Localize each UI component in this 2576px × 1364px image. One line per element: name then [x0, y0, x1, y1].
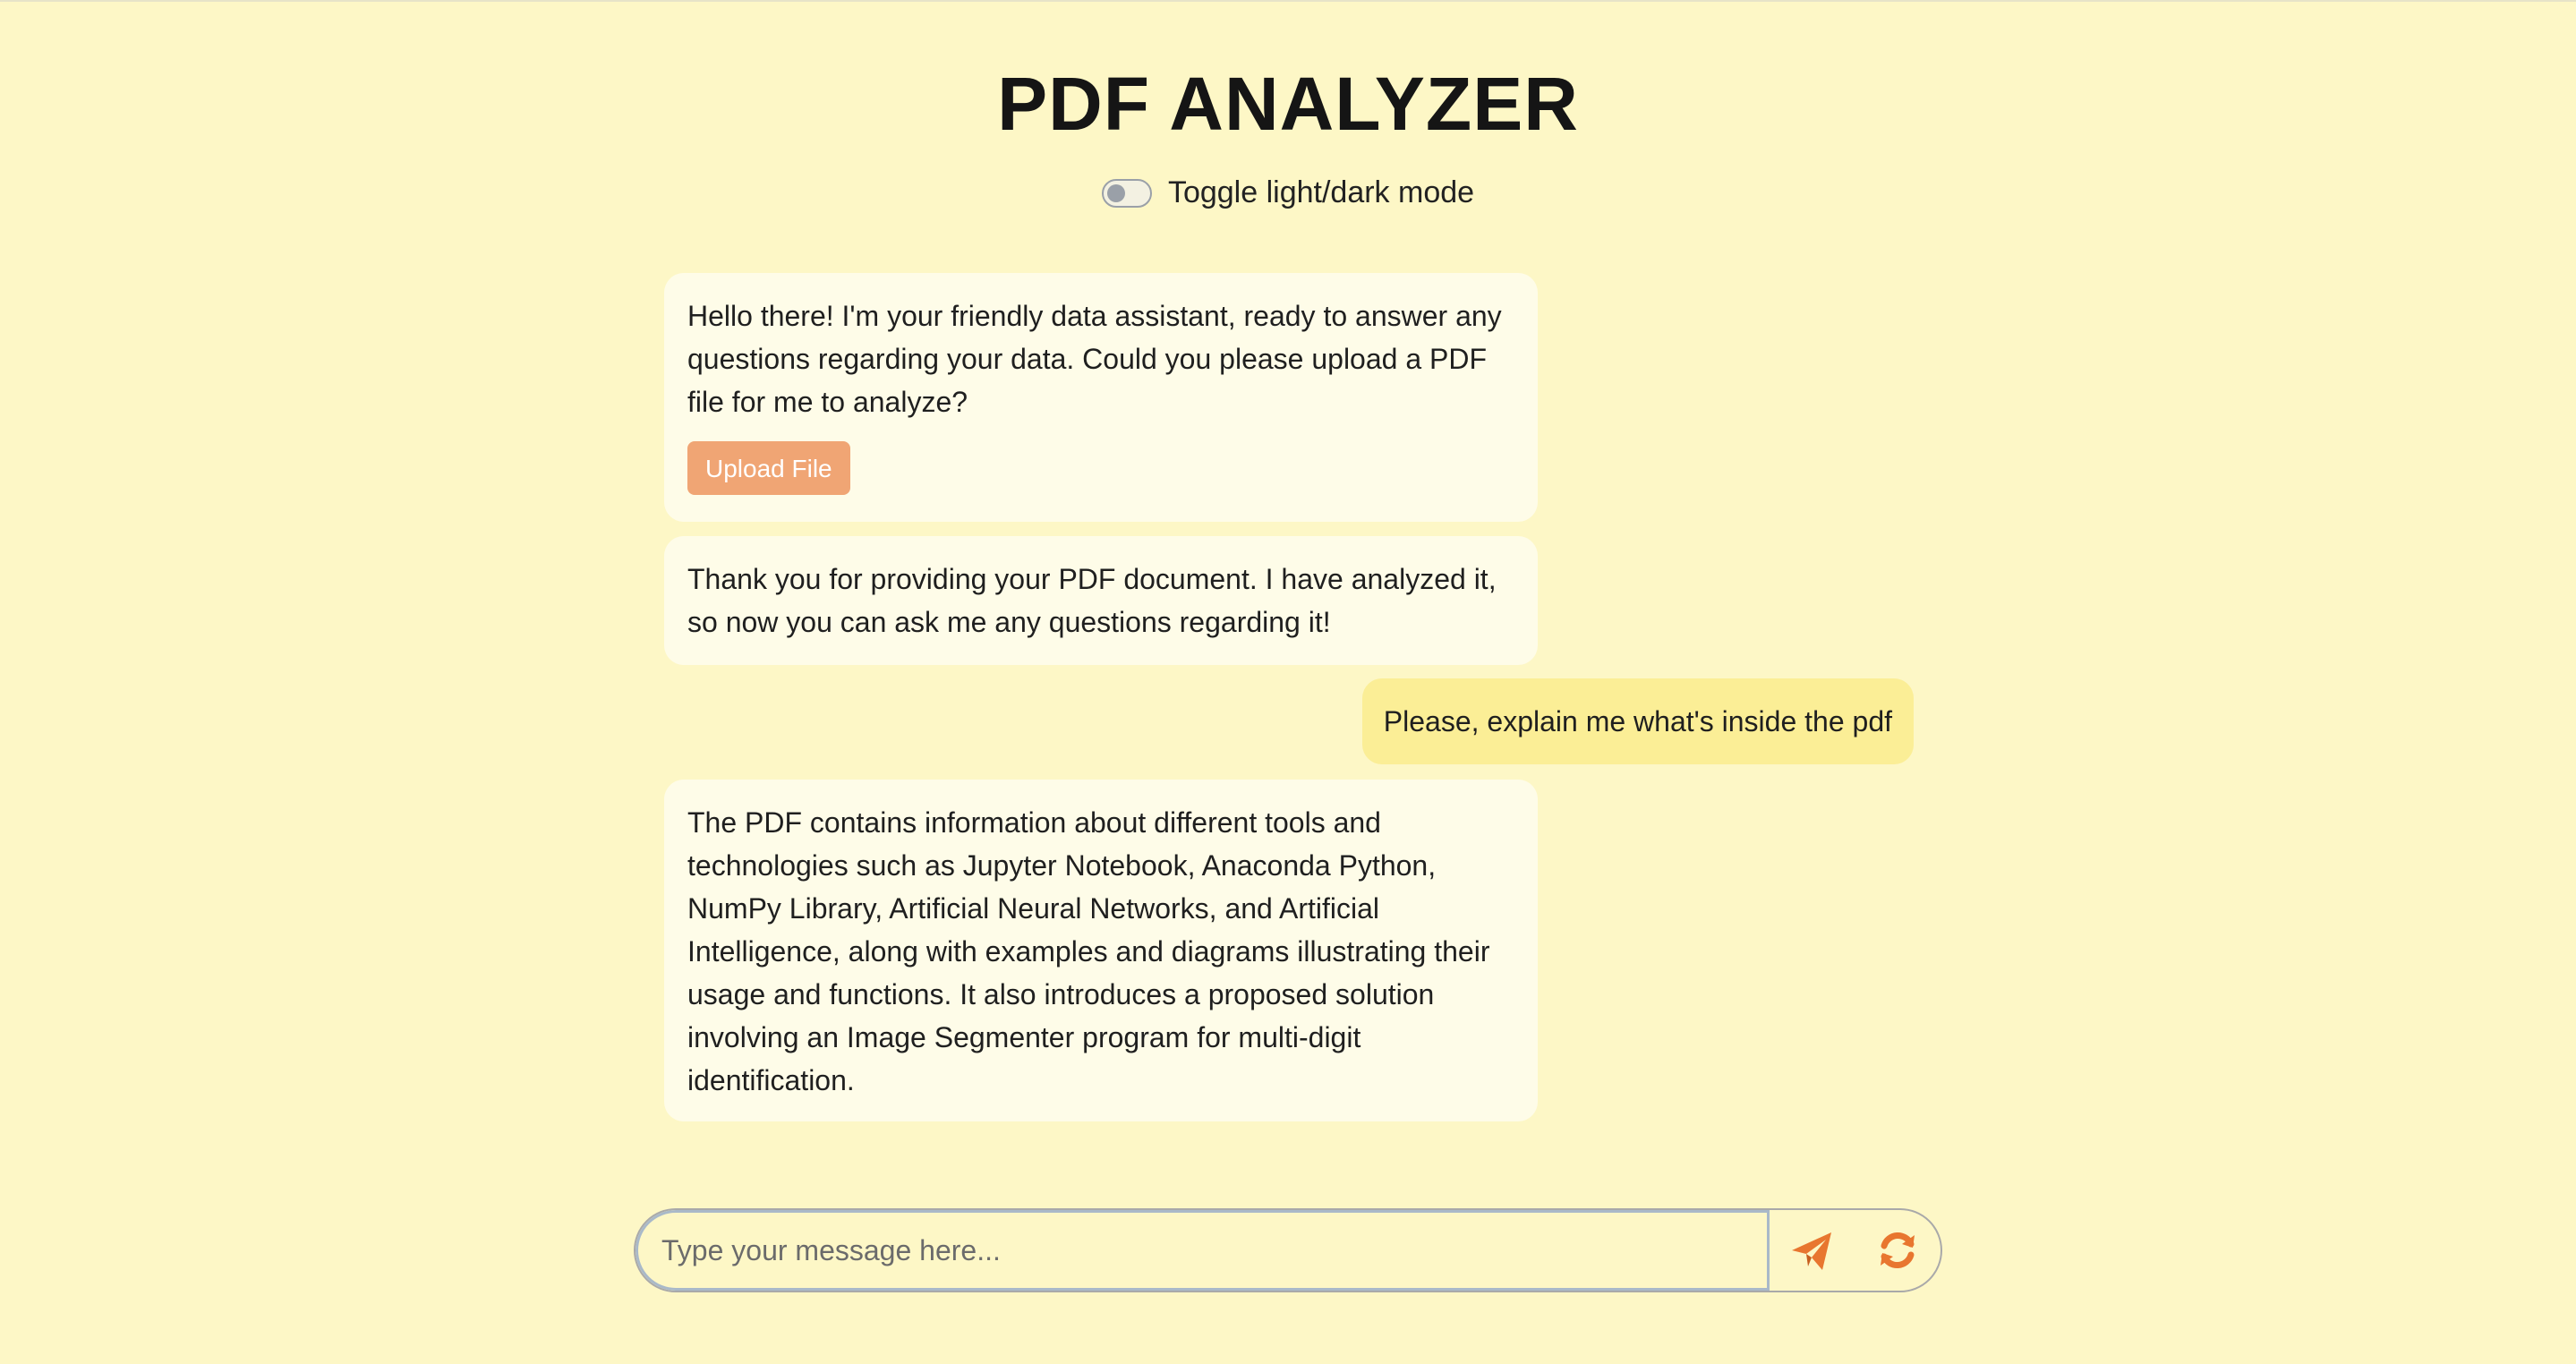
upload-file-button[interactable]: Upload File [687, 441, 850, 495]
message-composer [634, 1208, 1942, 1292]
page-title: PDF ANALYZER [997, 62, 1579, 146]
message-text: The PDF contains information about diffe… [687, 806, 1490, 1096]
message-text: Hello there! I'm your friendly data assi… [687, 300, 1502, 418]
message-text: Thank you for providing your PDF documen… [687, 563, 1497, 638]
send-button[interactable] [1770, 1210, 1855, 1291]
theme-toggle-row: Toggle light/dark mode [0, 175, 2576, 210]
theme-toggle-switch[interactable] [1101, 178, 1152, 208]
assistant-message: Hello there! I'm your friendly data assi… [664, 273, 1538, 522]
toggle-knob [1106, 183, 1125, 202]
refresh-icon [1881, 1232, 1915, 1268]
theme-toggle-label: Toggle light/dark mode [1167, 175, 1475, 209]
message-text: Please, explain me what's inside the pdf [1383, 705, 1892, 737]
send-icon [1792, 1232, 1832, 1270]
assistant-message: Thank you for providing your PDF documen… [664, 536, 1538, 665]
assistant-message: The PDF contains information about diffe… [664, 780, 1538, 1121]
top-divider [0, 0, 2576, 2]
refresh-button[interactable] [1855, 1210, 1941, 1291]
user-message: Please, explain me what's inside the pdf [1361, 678, 1914, 764]
message-input[interactable] [635, 1210, 1770, 1291]
